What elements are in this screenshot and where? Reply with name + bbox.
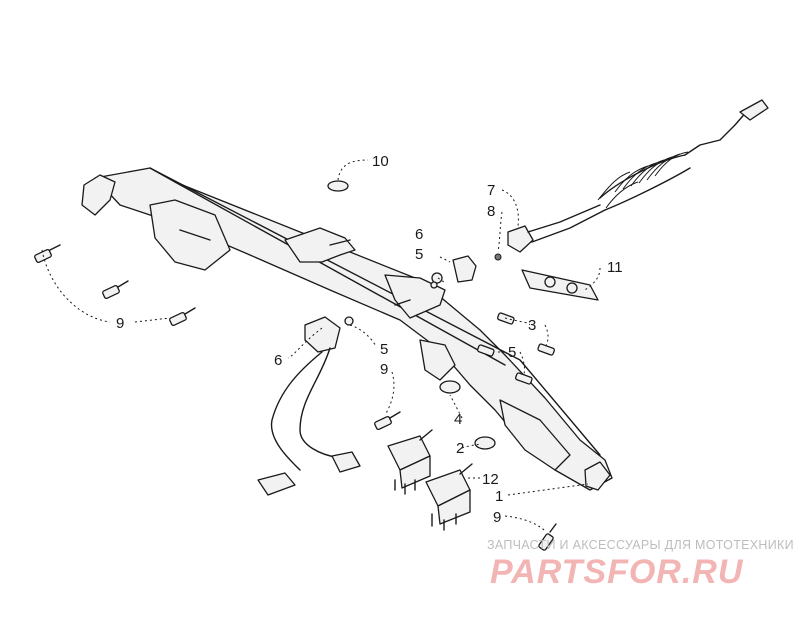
callout-labels: 10 7 8 6 5 11 9 3 5 5 6 9 4 2 12 1 9 (116, 153, 623, 526)
watermark-logo: PARTSFOR.RU (490, 553, 744, 591)
tether-cord (494, 99, 769, 261)
watermark: ЗАПЧАСТИ И АКСЕССУАРЫ ДЛЯ МОТОТЕХНИКИ PA… (487, 538, 794, 591)
switch-12 (425, 463, 473, 531)
callout-9-mid: 9 (380, 361, 388, 378)
callout-5-right: 5 (415, 246, 423, 263)
console-frame (81, 167, 613, 491)
callout-9-left: 9 (116, 315, 124, 332)
leader-lines (41, 159, 601, 533)
callout-7: 7 (487, 182, 495, 199)
screw-9-e (538, 523, 557, 551)
screw-9-b (102, 280, 129, 299)
screw-9-a (34, 244, 61, 263)
screw-9-c (169, 307, 196, 326)
callout-10: 10 (372, 153, 389, 170)
callout-6-right: 6 (415, 226, 423, 243)
callout-3: 3 (528, 317, 536, 334)
key-switch-6-right (430, 255, 477, 289)
screw-9-d (374, 411, 401, 430)
callout-12: 12 (482, 471, 499, 488)
callout-8: 8 (487, 203, 495, 220)
key-switch-6-left (257, 316, 361, 496)
watermark-tagline: ЗАПЧАСТИ И АКСЕССУАРЫ ДЛЯ МОТОТЕХНИКИ (487, 538, 794, 552)
callout-2: 2 (456, 440, 464, 457)
callout-5-lower: 5 (508, 344, 516, 361)
switch-2 (387, 429, 433, 495)
washer-4 (439, 380, 496, 450)
callout-5-left: 5 (380, 341, 388, 358)
callout-6-left: 6 (274, 352, 282, 369)
grommet-10 (327, 180, 349, 192)
callout-1: 1 (495, 488, 503, 505)
label-plate-11 (521, 269, 599, 301)
callout-4: 4 (454, 411, 462, 428)
callout-11: 11 (607, 259, 623, 276)
callout-9-right: 9 (493, 509, 501, 526)
